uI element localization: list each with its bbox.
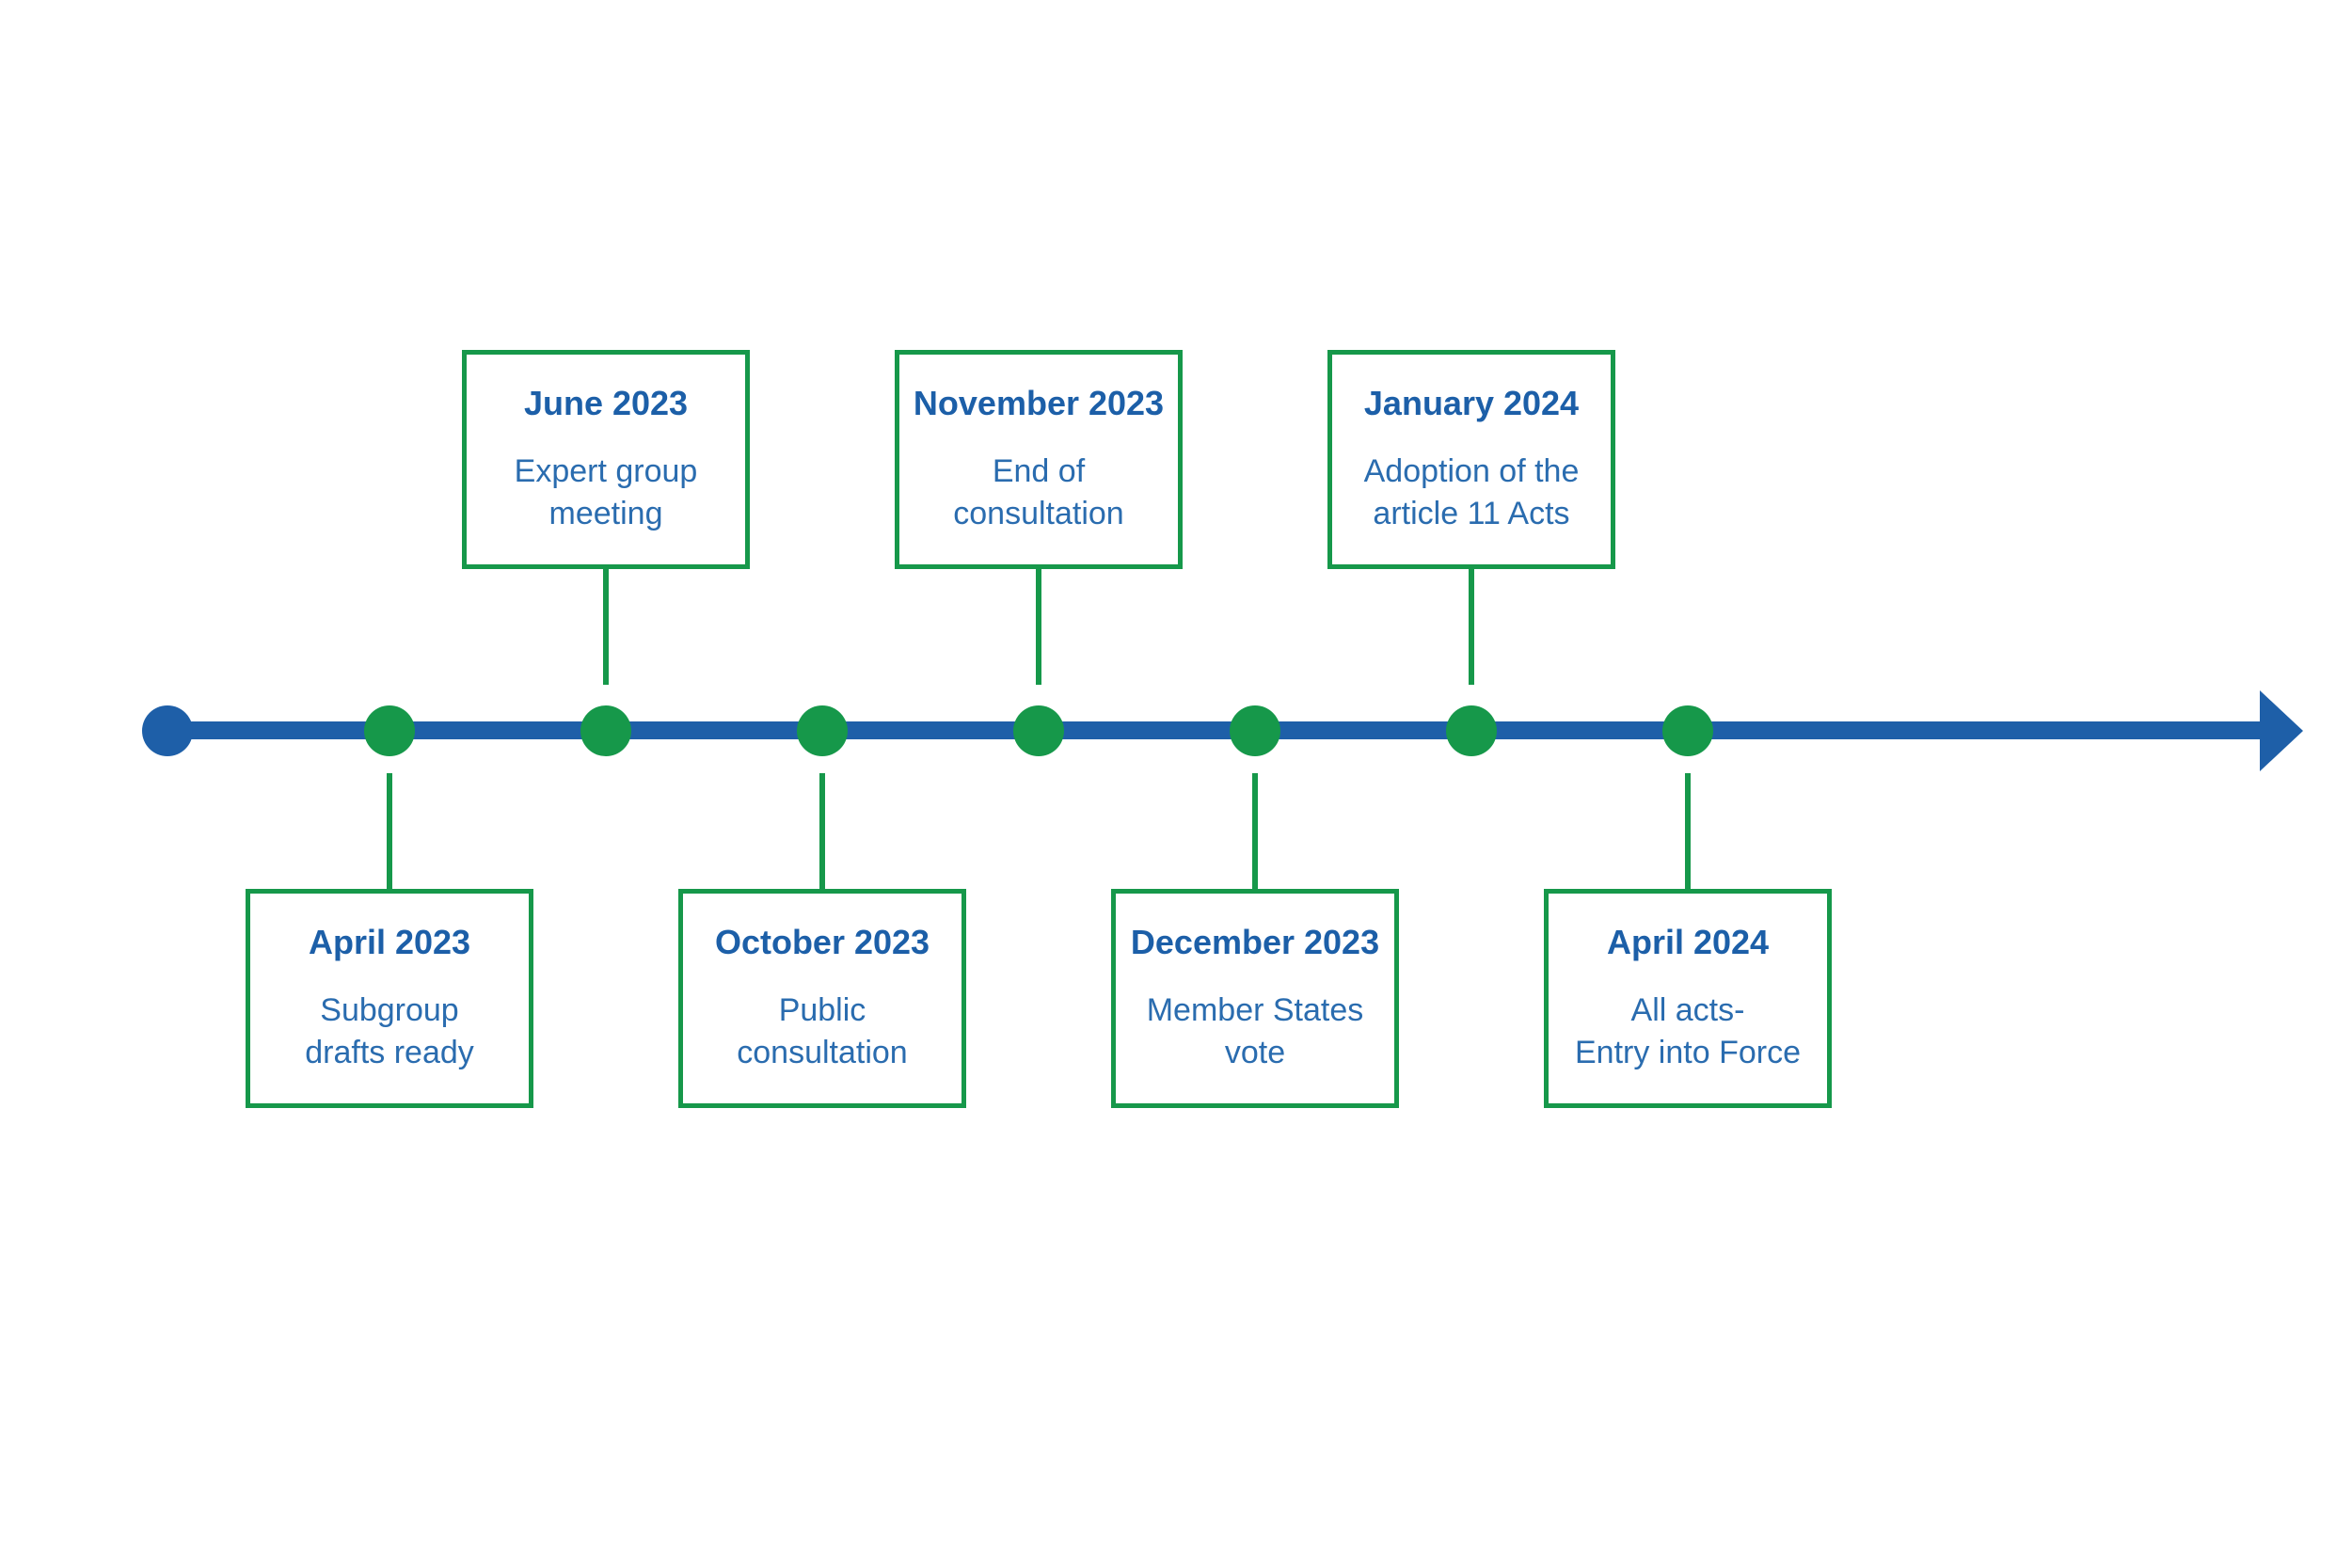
connector-line [1252,773,1258,889]
event-date: June 2023 [523,384,689,422]
milestone-dot-april-2024 [1662,705,1713,756]
event-card-january-2024: January 2024 Adoption of the article 11 … [1327,350,1615,569]
event-date: December 2023 [1130,923,1380,961]
milestone-dot-january-2024 [1446,705,1497,756]
event-description: All acts- Entry into Force [1575,992,1801,1070]
event-card-april-2024: April 2024 All acts- Entry into Force [1544,889,1832,1108]
connector-line [603,569,609,685]
event-card-june-2023: June 2023 Expert group meeting [462,350,750,569]
connector-line [1685,773,1691,889]
event-card-october-2023: October 2023 Public consultation [678,889,966,1108]
event-description: Expert group meeting [514,453,698,531]
connector-line [819,773,825,889]
event-description: End of consultation [953,453,1124,531]
event-card-december-2023: December 2023 Member States vote [1111,889,1399,1108]
timeline-arrow-icon [2260,690,2303,771]
event-description: Adoption of the article 11 Acts [1363,453,1580,531]
milestone-dot-december-2023 [1230,705,1280,756]
connector-line [1036,569,1041,685]
event-date: November 2023 [913,384,1165,422]
timeline-axis [167,721,2260,739]
event-date: April 2023 [308,923,471,961]
milestone-dot-april-2023 [364,705,415,756]
milestone-dot-november-2023 [1013,705,1064,756]
connector-line [387,773,392,889]
event-description: Member States vote [1146,992,1364,1070]
milestone-dot-june-2023 [580,705,631,756]
timeline-start-dot [142,705,193,756]
event-card-april-2023: April 2023 Subgroup drafts ready [246,889,533,1108]
event-description: Subgroup drafts ready [305,992,474,1070]
milestone-dot-october-2023 [797,705,848,756]
event-date: April 2024 [1606,923,1770,961]
event-card-november-2023: November 2023 End of consultation [895,350,1183,569]
event-date: October 2023 [714,923,930,961]
event-description: Public consultation [737,992,908,1070]
connector-line [1469,569,1474,685]
event-date: January 2024 [1363,384,1580,422]
